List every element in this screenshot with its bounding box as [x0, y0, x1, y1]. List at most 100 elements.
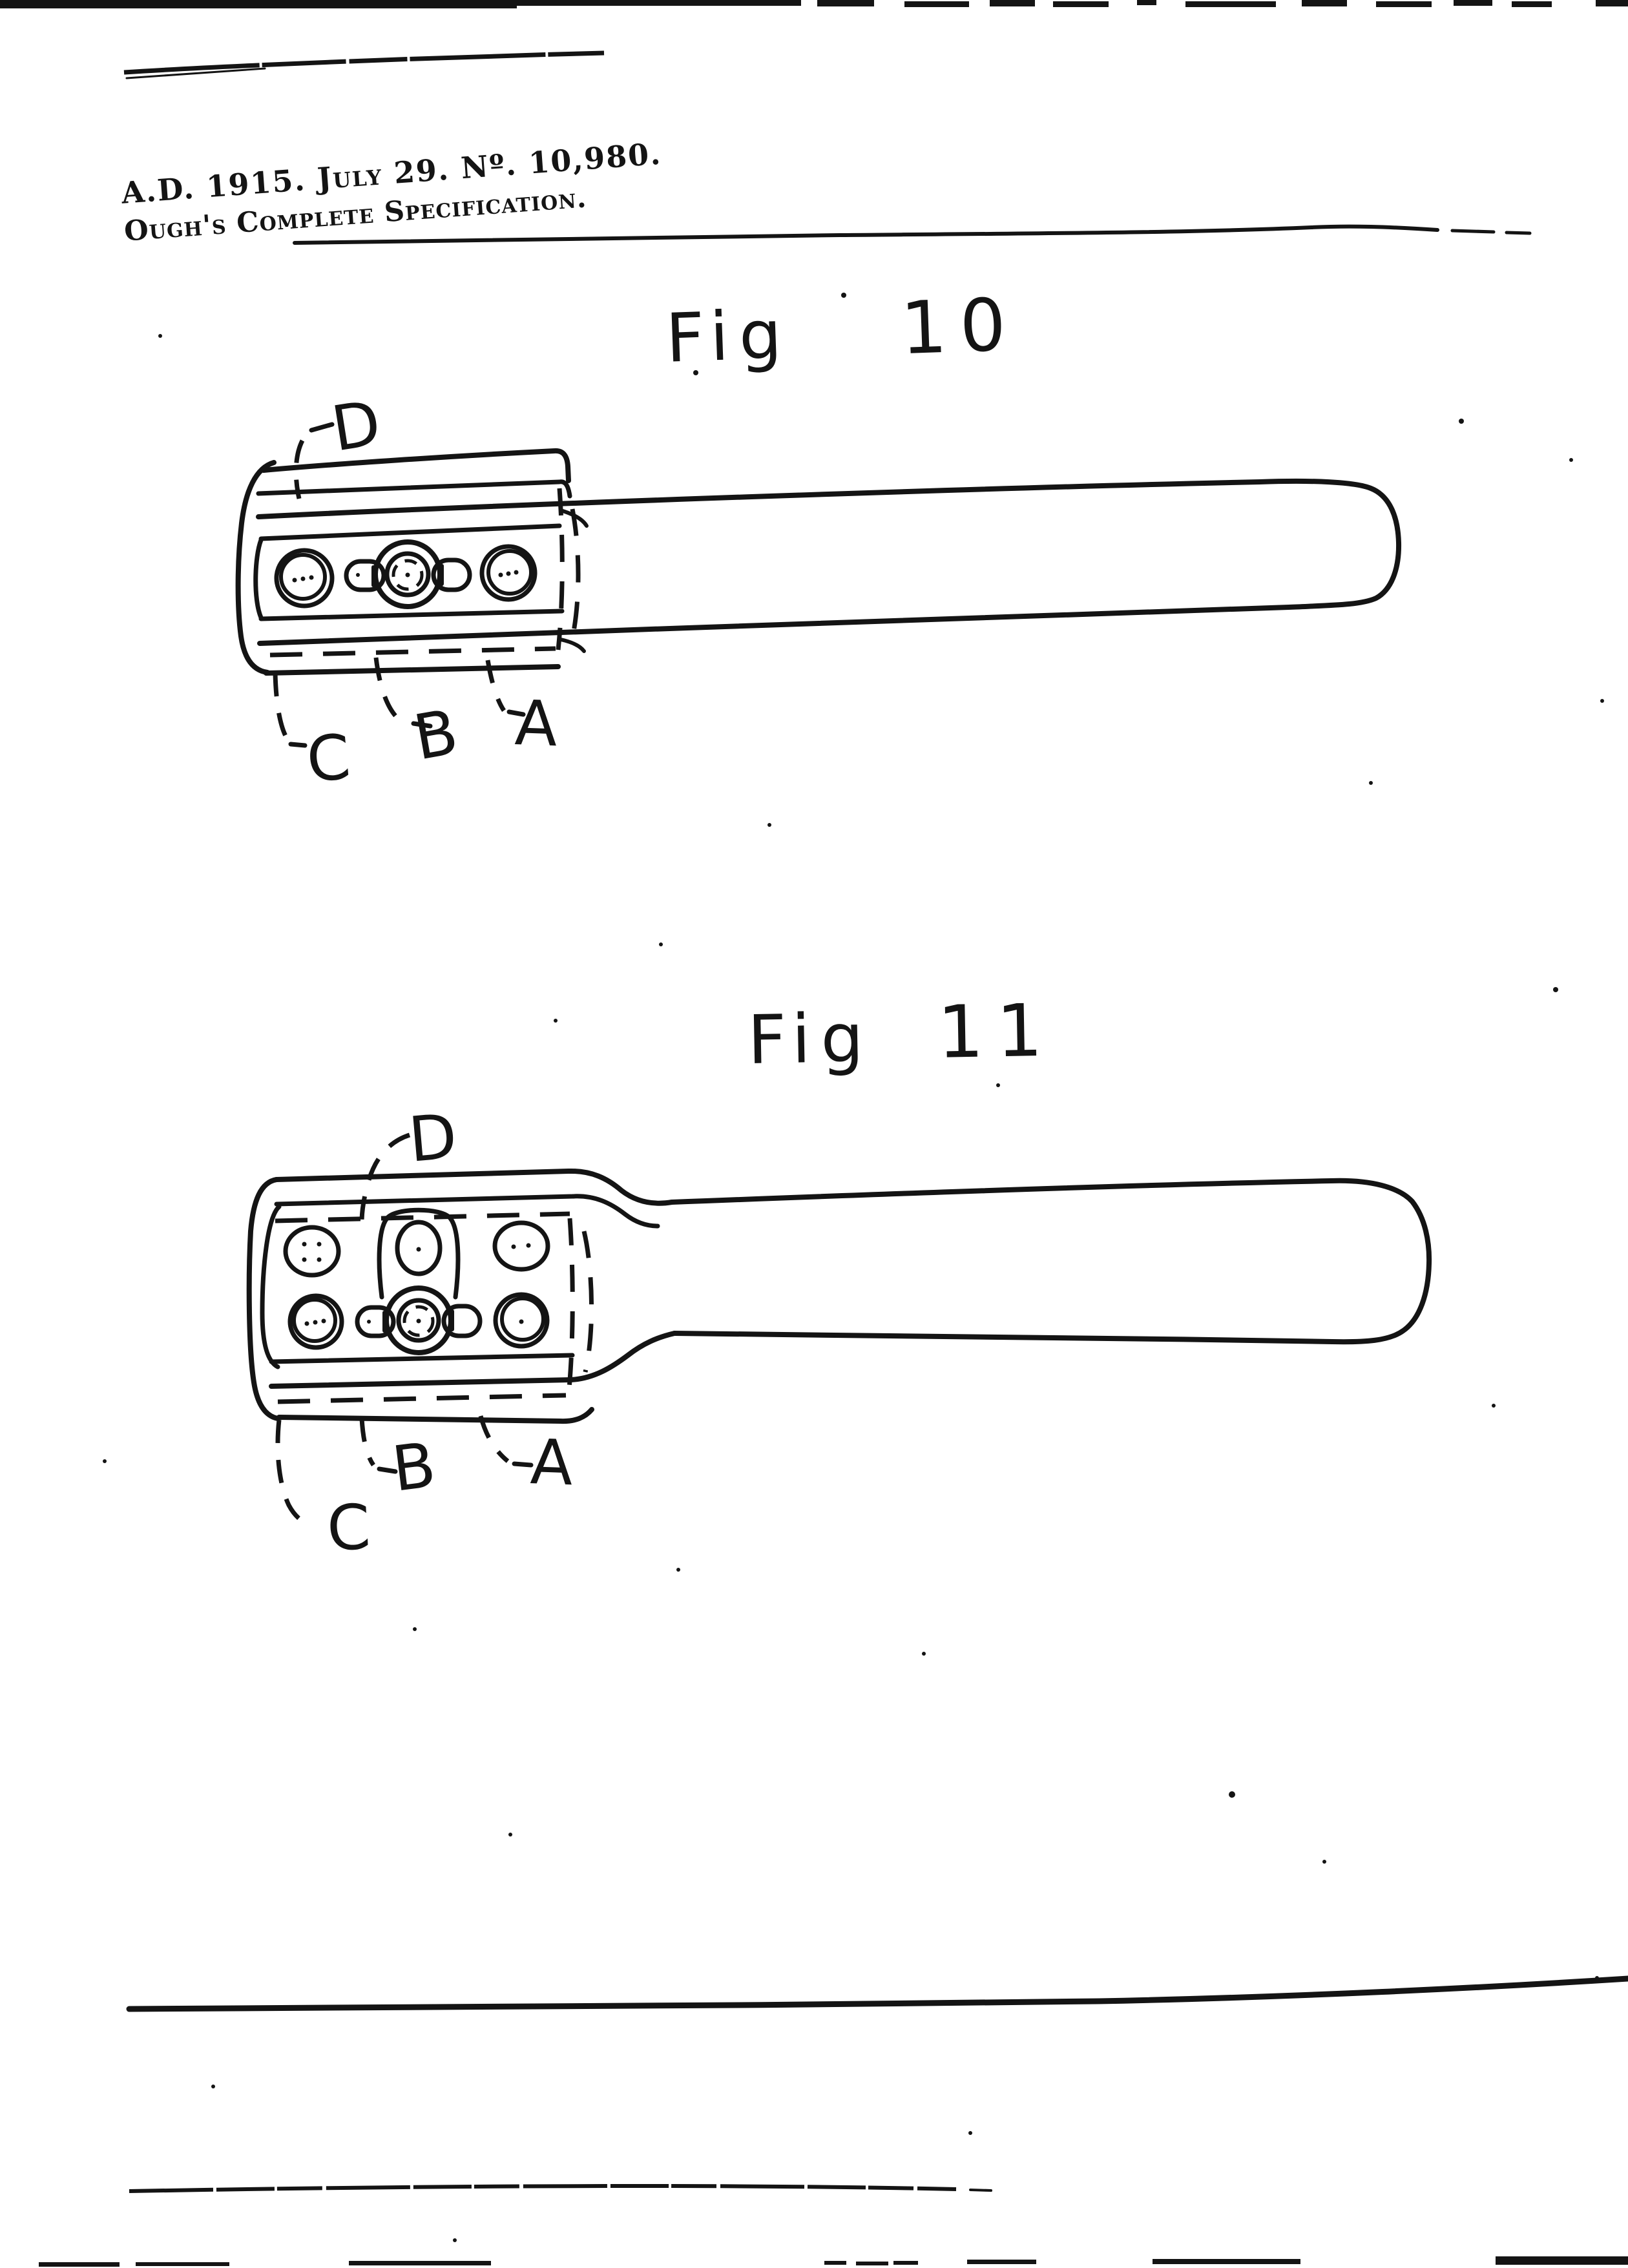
fig10-label-b: B [409, 696, 463, 775]
fig10-leader-c [273, 672, 289, 740]
fig11-hole-bottom-right-outer [493, 1292, 550, 1349]
top-crease-line [123, 50, 605, 75]
fig10-label-a: A [514, 687, 559, 760]
ink-dot [511, 1244, 516, 1249]
fig10-neck-tick-top [559, 508, 589, 528]
ink-dot [526, 1243, 531, 1248]
fig11-handle [669, 1178, 1432, 1345]
fig11-title-number: 11 [937, 989, 1056, 1075]
header-underline-dash1 [1450, 229, 1496, 234]
fig11-hole-bottom-left-outer [287, 1293, 344, 1350]
fig11-slot-left [355, 1305, 396, 1338]
fig10-leader-a [485, 660, 506, 712]
fig11-center-capsule [377, 1207, 461, 1300]
fig10-hidden-row-dashed [269, 646, 556, 658]
fig10-neck-tick-bottom [559, 638, 586, 653]
fig11-hidden-right-dashed [566, 1218, 575, 1396]
fig11-face-bottom [269, 1353, 575, 1364]
fig11-head-top-line2 [274, 1194, 660, 1229]
fig11-leader-b [359, 1418, 375, 1466]
fig10-head-left-arc [235, 460, 277, 675]
fig10-hole-left-inner [279, 553, 327, 601]
fig10-hole-right-outer [479, 544, 537, 602]
fig10-leader-b-dash [411, 721, 433, 729]
fig11-label-d: D [406, 1100, 459, 1176]
ink-dot [317, 1242, 322, 1247]
fig11-head-left-arc [246, 1177, 280, 1421]
fig11-slot-right [441, 1304, 483, 1338]
top-edge-bar [0, 0, 1628, 8]
ink-dot [313, 1320, 318, 1325]
fig11-head-bottom-line [277, 1407, 594, 1424]
fig11-hole-bottom-right-inner [500, 1296, 545, 1342]
ink-dot [519, 1319, 524, 1324]
fig11-center-boss-hidden [402, 1305, 435, 1337]
fig11-title: Fig 11 [747, 989, 1056, 1079]
fig11-label-a: A [529, 1426, 574, 1499]
fig10-hole-left-outer [274, 548, 335, 609]
fig10-leader-c-dash [288, 742, 308, 748]
fig10-title: Fig 10 [665, 283, 1021, 378]
paper-specks [103, 293, 1604, 2242]
fig10-center-boss-hidden [391, 559, 424, 591]
fig10-title-word: Fig [665, 295, 793, 378]
fig10-head-bottom-line [264, 664, 561, 676]
fig10-leader-d-dash [309, 422, 335, 433]
fig11-leader-a-dash [512, 1461, 534, 1468]
fig11-head-top-line [274, 1168, 674, 1206]
ink-dot [498, 572, 503, 577]
ink-dot [506, 571, 511, 576]
header-underline [293, 224, 1439, 245]
fig10-handle [256, 478, 1402, 646]
ink-dot [302, 1242, 307, 1247]
bottom-rule-line [126, 1975, 1628, 2012]
ink-dot [367, 1320, 371, 1324]
fig10-leader-d [293, 439, 305, 499]
fig11-leader-b-dash [377, 1466, 398, 1474]
ink-dot [304, 1321, 309, 1326]
ink-dot [416, 1318, 421, 1324]
fig11-hole-top-left [283, 1225, 341, 1278]
fig10-face-left [253, 537, 264, 620]
fig11-hidden-top-dashed [275, 1211, 570, 1223]
fig11-band-bottom-neck [269, 1331, 677, 1389]
fig11-hidden-bottom-dashed [277, 1393, 567, 1404]
fig10-hole-right-inner [486, 549, 533, 596]
ink-dot [309, 575, 314, 580]
ink-dot [302, 1257, 307, 1262]
fig11-hole-top-middle [395, 1220, 443, 1276]
fig11-hole-bottom-left-inner [292, 1298, 337, 1343]
fig11-bristle-holes [283, 1207, 550, 1355]
fig11-hole-top-right [492, 1220, 550, 1272]
fig10-hidden-right-arc-dashed [570, 508, 581, 639]
fig11-callouts: D B A C [275, 1100, 574, 1565]
top-crease-line-2 [125, 67, 266, 79]
ink-dot [356, 573, 360, 577]
fig11-head-left-arc2 [260, 1204, 282, 1369]
fig10-leader-a-dash [506, 709, 526, 717]
fig10-head-top-line2 [256, 479, 572, 499]
fig10-slot-right [431, 557, 472, 592]
fig10-face-top [258, 523, 562, 541]
ink-dot [321, 1318, 326, 1324]
fig11-center-boss-mid [396, 1298, 441, 1343]
fig10-bristle-holes [274, 539, 537, 609]
fig10-label-d: D [327, 387, 386, 466]
fig11-label-b: B [388, 1429, 439, 1506]
ink-dot [292, 577, 297, 583]
fig11-leader-a [478, 1415, 510, 1463]
ink-dot [514, 570, 519, 575]
fig11-leader-c [275, 1419, 312, 1528]
fig11-title-word: Fig [747, 999, 874, 1079]
ink-dot [317, 1257, 322, 1262]
ink-dot [416, 1247, 421, 1252]
fig11: Fig 11 [246, 989, 1432, 1565]
ink-dot [300, 576, 306, 581]
bottom-crease-line [129, 2184, 957, 2193]
fig10-label-c: C [304, 720, 353, 796]
fig10-center-boss-mid [384, 551, 431, 598]
ink-dot [405, 572, 410, 577]
